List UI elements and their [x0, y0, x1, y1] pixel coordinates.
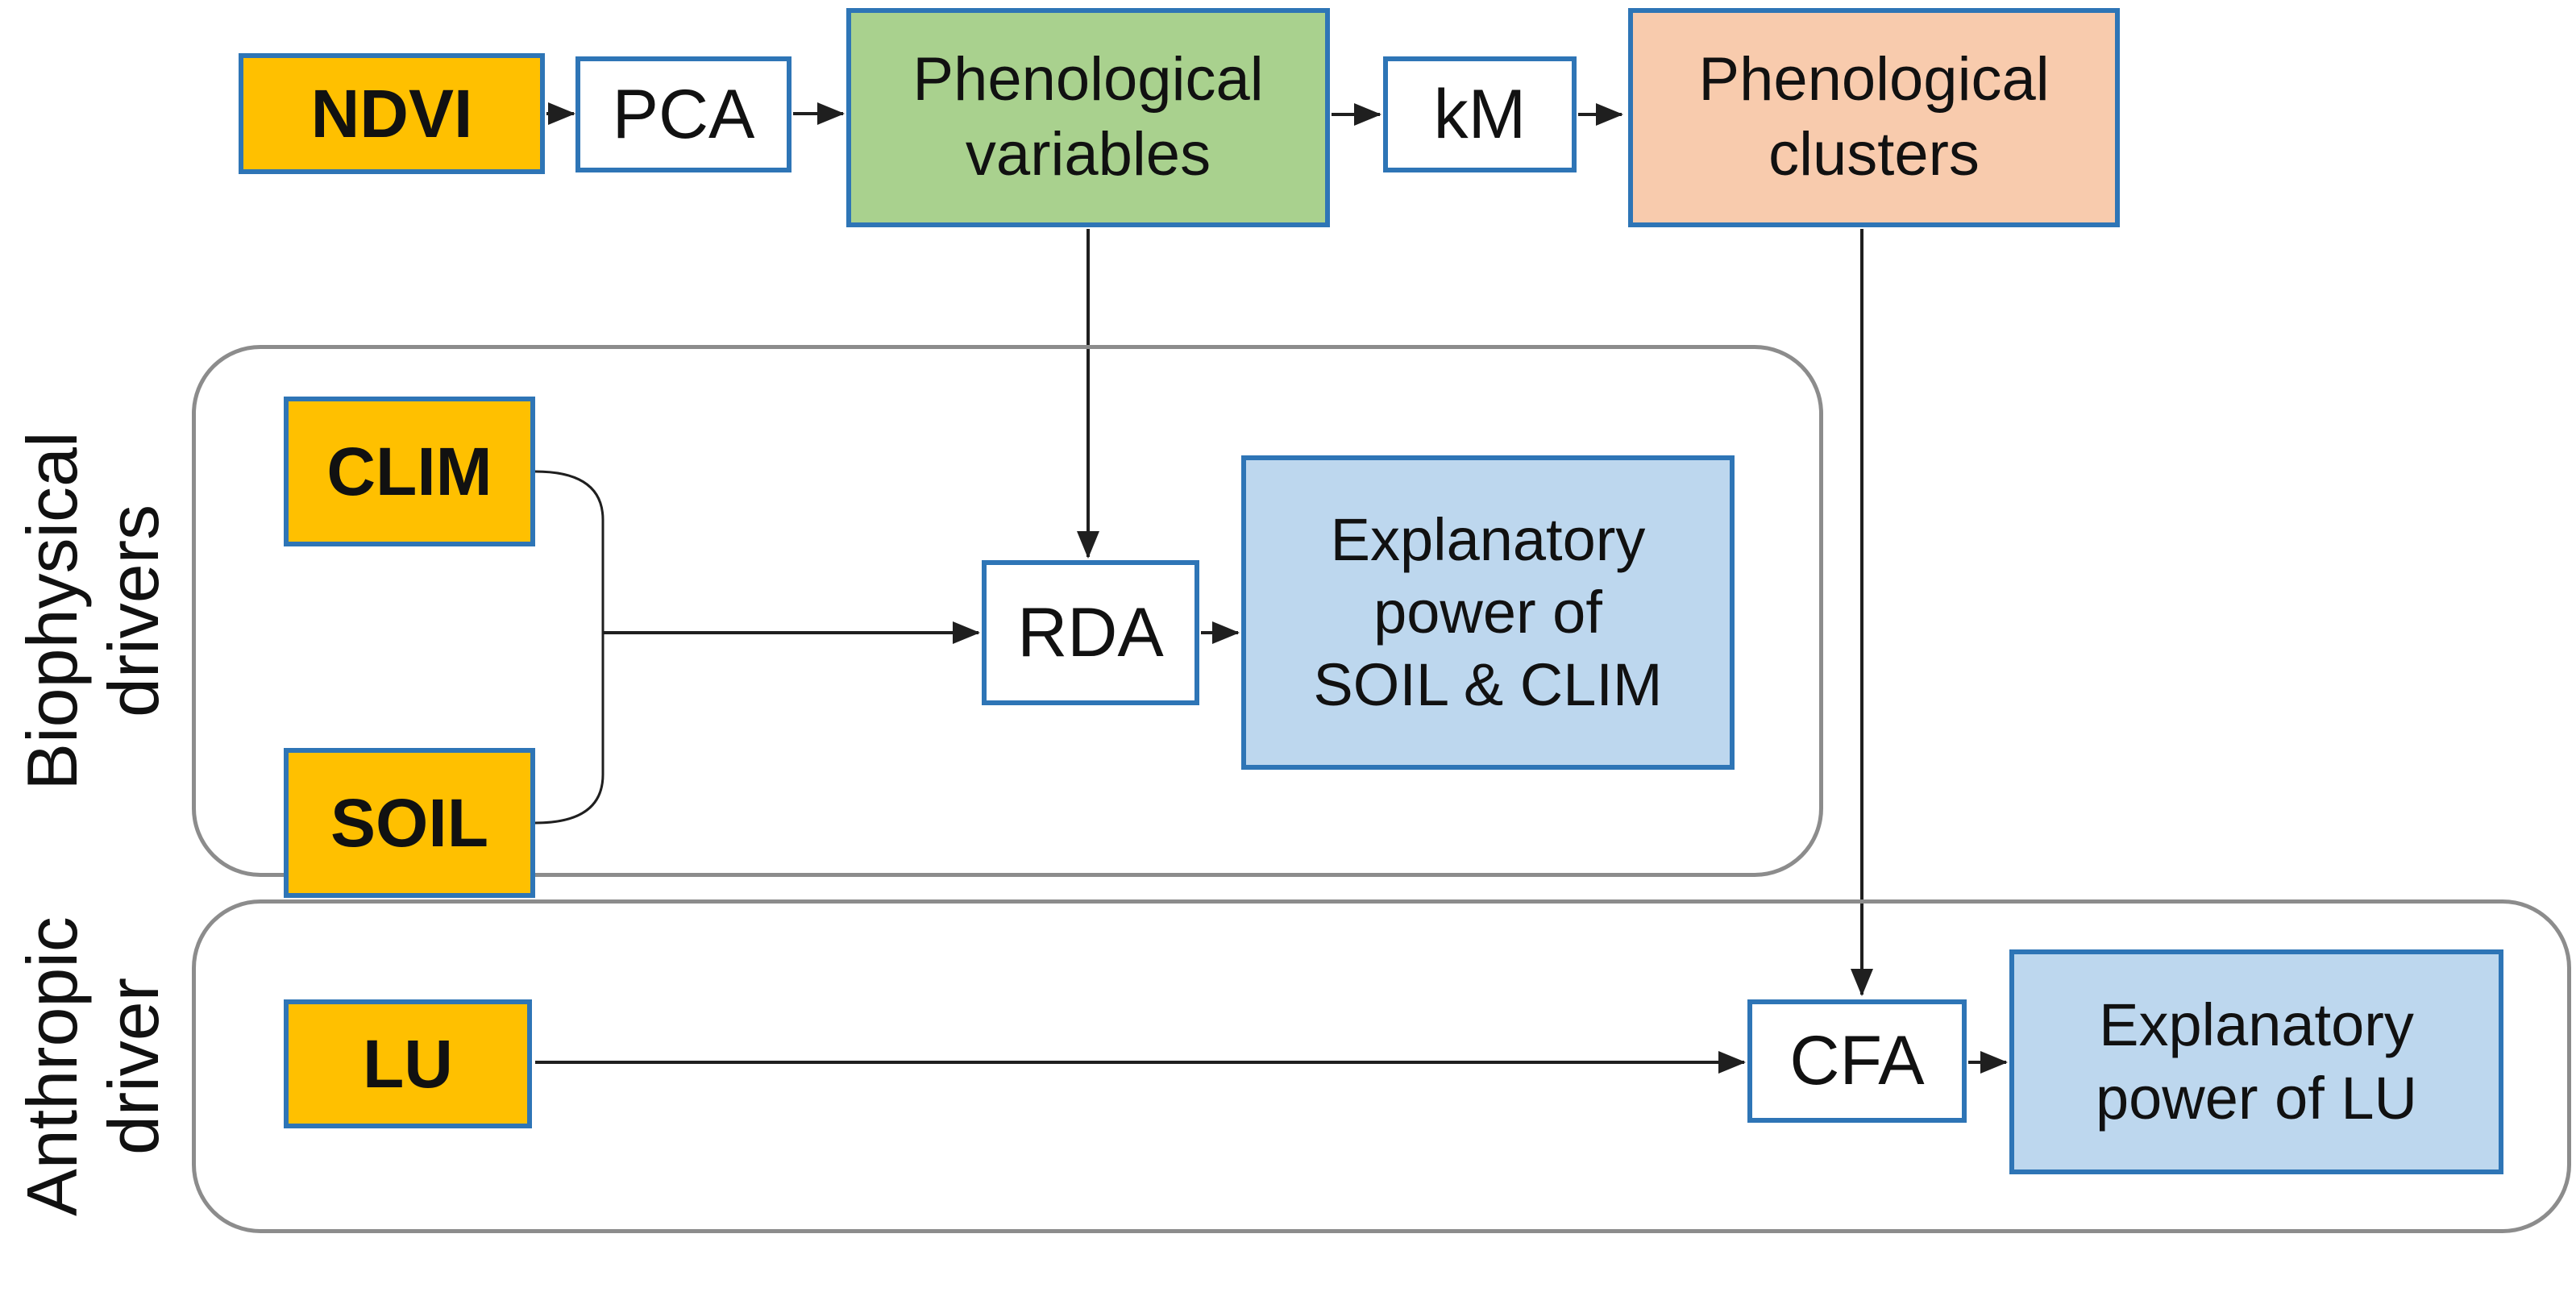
node-rda: RDA	[982, 560, 1199, 705]
node-clim-label: CLIM	[326, 433, 492, 509]
node-pca-label: PCA	[612, 75, 755, 153]
node-ant-output: Explanatory power of LU	[2009, 949, 2503, 1174]
node-lu-label: LU	[363, 1025, 453, 1102]
bracket-clim-soil	[534, 470, 605, 825]
node-clim: CLIM	[284, 397, 535, 546]
biophysical-group-label-line2: drivers	[93, 504, 173, 718]
node-cfa: CFA	[1747, 999, 1967, 1123]
node-soil: SOIL	[284, 748, 535, 898]
node-km: kM	[1383, 56, 1577, 172]
node-phenological-variables-line2: variables	[965, 120, 1211, 189]
node-bio-output-line2: power of	[1373, 578, 1602, 646]
biophysical-group-container	[192, 345, 1823, 877]
node-phenological-variables-line1: Phenological	[912, 45, 1264, 114]
node-phenological-clusters-line1: Phenological	[1698, 45, 2050, 114]
node-km-label: kM	[1433, 75, 1527, 153]
node-ant-output-line1: Explanatory	[2099, 991, 2414, 1059]
node-phenological-clusters-line2: clusters	[1768, 120, 1980, 189]
biophysical-group-label: Biophysical drivers	[0, 345, 197, 877]
node-bio-output-line1: Explanatory	[1330, 505, 1646, 573]
anthropic-group-label: Anthropic driver	[0, 841, 197, 1292]
node-ndvi-label: NDVI	[310, 75, 473, 152]
node-pca: PCA	[575, 56, 791, 172]
anthropic-group-container	[192, 899, 2571, 1233]
node-lu: LU	[284, 999, 532, 1128]
node-bio-output-line3: SOIL & CLIM	[1313, 651, 1663, 719]
anthropic-group-label-line1: Anthropic	[11, 916, 92, 1216]
node-phenological-clusters: Phenological clusters	[1628, 8, 2120, 227]
connector-layer	[534, 102, 2008, 1074]
node-soil-label: SOIL	[330, 784, 488, 861]
node-rda-label: RDA	[1017, 593, 1164, 671]
node-cfa-label: CFA	[1789, 1022, 1925, 1100]
node-ndvi: NDVI	[239, 53, 545, 174]
node-ant-output-line2: power of LU	[2096, 1064, 2417, 1132]
biophysical-group-label-line1: Biophysical	[11, 431, 92, 791]
flowchart-canvas: Biophysical drivers Anthropic driver NDV…	[0, 8, 2571, 1233]
node-bio-output: Explanatory power of SOIL & CLIM	[1241, 455, 1735, 770]
node-phenological-variables: Phenological variables	[846, 8, 1330, 227]
anthropic-group-label-line2: driver	[93, 977, 173, 1156]
